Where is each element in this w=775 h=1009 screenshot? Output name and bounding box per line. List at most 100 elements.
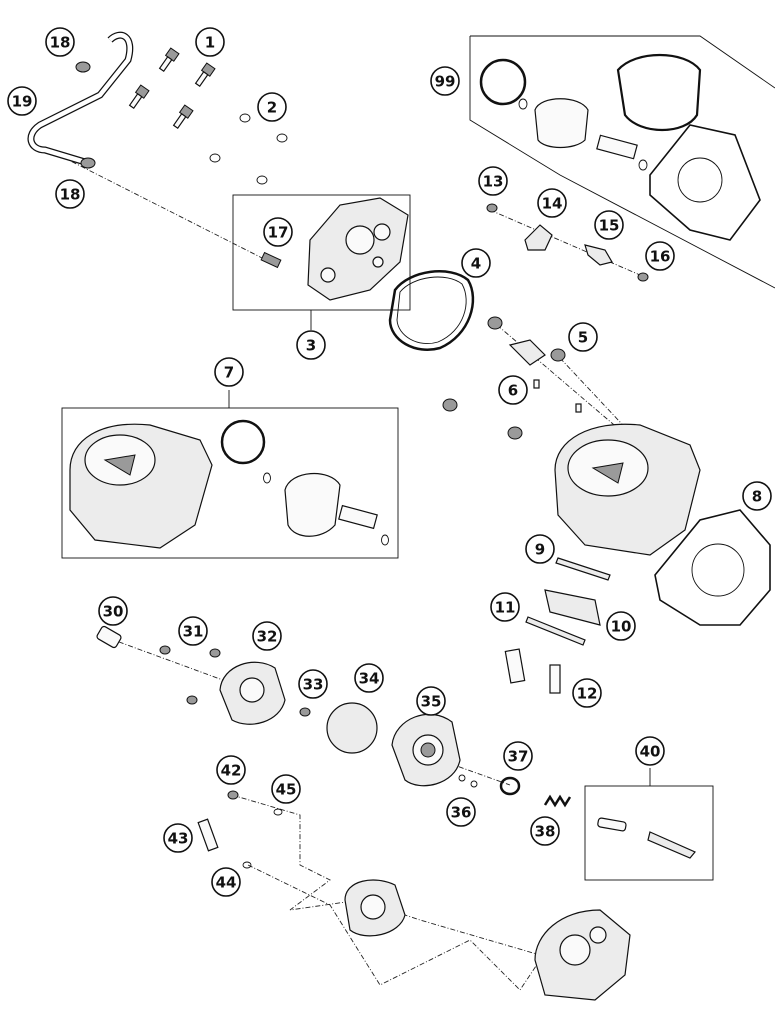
- callout-circle: [354, 663, 384, 693]
- callout-circle: [271, 774, 301, 804]
- callout-circle: [572, 678, 602, 708]
- callout-circle: [7, 86, 37, 116]
- callout-number: 5: [578, 329, 588, 347]
- callout-number: 4: [471, 255, 481, 273]
- callout-c34: 34: [354, 663, 384, 693]
- callout-c18a: 18: [45, 27, 75, 57]
- callout-number: 36: [451, 804, 472, 822]
- callout-circle: [45, 27, 75, 57]
- callout-number: 15: [599, 217, 620, 235]
- bracket-assembly: [486, 203, 649, 282]
- callout-circle: [490, 592, 520, 622]
- callout-number: 40: [640, 743, 661, 761]
- callout-c99: 99: [430, 66, 460, 96]
- callout-number: 44: [216, 874, 237, 892]
- temperature-sensor: [260, 251, 282, 269]
- callout-circle: [298, 669, 328, 699]
- callout-number: 99: [435, 73, 456, 91]
- callout-circle: [568, 322, 598, 352]
- callout-c15: 15: [594, 210, 624, 240]
- callout-circle: [214, 357, 244, 387]
- callout-number: 37: [508, 748, 529, 766]
- bottom-screws: [197, 790, 283, 869]
- callout-c12: 12: [572, 678, 602, 708]
- callout-circle: [98, 596, 128, 626]
- cylinder-base-gasket: [654, 509, 771, 626]
- callout-number: 11: [495, 599, 516, 617]
- callout-circle: [416, 686, 446, 716]
- callout-circle: [257, 92, 287, 122]
- callout-c43: 43: [163, 823, 193, 853]
- callout-c36: 36: [446, 797, 476, 827]
- callout-c33: 33: [298, 669, 328, 699]
- callout-circle: [446, 797, 476, 827]
- callout-circle: [645, 241, 675, 271]
- callout-number: 2: [267, 99, 277, 117]
- valve-kit-parts: [597, 817, 696, 859]
- valve-housing: [391, 713, 461, 787]
- bottom-valve-housing: [344, 879, 406, 937]
- cylinder-assembly: [69, 419, 389, 549]
- callout-number: 9: [535, 541, 545, 559]
- callout-c4: 4: [461, 248, 491, 278]
- callout-number: 12: [577, 685, 598, 703]
- valve-kit-box: [584, 768, 714, 881]
- callout-number: 43: [168, 830, 189, 848]
- nuts: [442, 316, 582, 440]
- callout-c30: 30: [98, 596, 128, 626]
- callout-circle: [478, 166, 508, 196]
- callout-c40: 40: [635, 736, 665, 766]
- callout-c45: 45: [271, 774, 301, 804]
- callout-circle: [530, 816, 560, 846]
- o-rings: [209, 113, 288, 185]
- callout-c37: 37: [503, 741, 533, 771]
- callout-number: 8: [752, 488, 762, 506]
- valve-cover: [219, 661, 286, 725]
- callout-c16: 16: [645, 241, 675, 271]
- callout-number: 3: [306, 337, 316, 355]
- callout-circle: [606, 611, 636, 641]
- cover-screws: [96, 625, 311, 717]
- callout-number: 1: [205, 34, 215, 52]
- callout-circle: [525, 534, 555, 564]
- diaphragm: [326, 702, 378, 754]
- callout-number: 7: [224, 364, 234, 382]
- callout-c42: 42: [216, 755, 246, 785]
- hose: [27, 31, 134, 166]
- bottom-cylinder-head: [534, 909, 631, 1001]
- callout-c2: 2: [257, 92, 287, 122]
- callout-c10: 10: [606, 611, 636, 641]
- callout-c13: 13: [478, 166, 508, 196]
- callout-circle: [503, 741, 533, 771]
- callout-c6: 6: [498, 375, 528, 405]
- callout-c44: 44: [211, 867, 241, 897]
- hose-clamp-bottom: [80, 157, 96, 169]
- callout-c7: 7: [214, 357, 244, 387]
- callout-circle: [252, 621, 282, 651]
- gasket-set-box: [469, 35, 775, 289]
- cylinder-kit-box: [61, 390, 399, 559]
- callout-number: 16: [650, 248, 671, 266]
- cylinder: [554, 423, 701, 556]
- callout-c18b: 18: [55, 179, 85, 209]
- callout-number: 10: [611, 618, 632, 636]
- callout-c32: 32: [252, 621, 282, 651]
- callout-c17: 17: [263, 217, 293, 247]
- callout-circle: [55, 179, 85, 209]
- callout-circle: [498, 375, 528, 405]
- callout-number: 6: [508, 382, 518, 400]
- callout-number: 35: [421, 693, 442, 711]
- callout-circle: [163, 823, 193, 853]
- callout-number: 31: [183, 623, 204, 641]
- callout-circle: [635, 736, 665, 766]
- cylinder-head-box: [232, 194, 411, 330]
- cylinder-head: [307, 197, 409, 301]
- callout-c38: 38: [530, 816, 560, 846]
- callout-circle: [216, 755, 246, 785]
- callout-number: 30: [103, 603, 124, 621]
- spring: [543, 794, 572, 808]
- callout-number: 34: [359, 670, 380, 688]
- callout-circle: [296, 330, 326, 360]
- callout-number: 42: [221, 762, 242, 780]
